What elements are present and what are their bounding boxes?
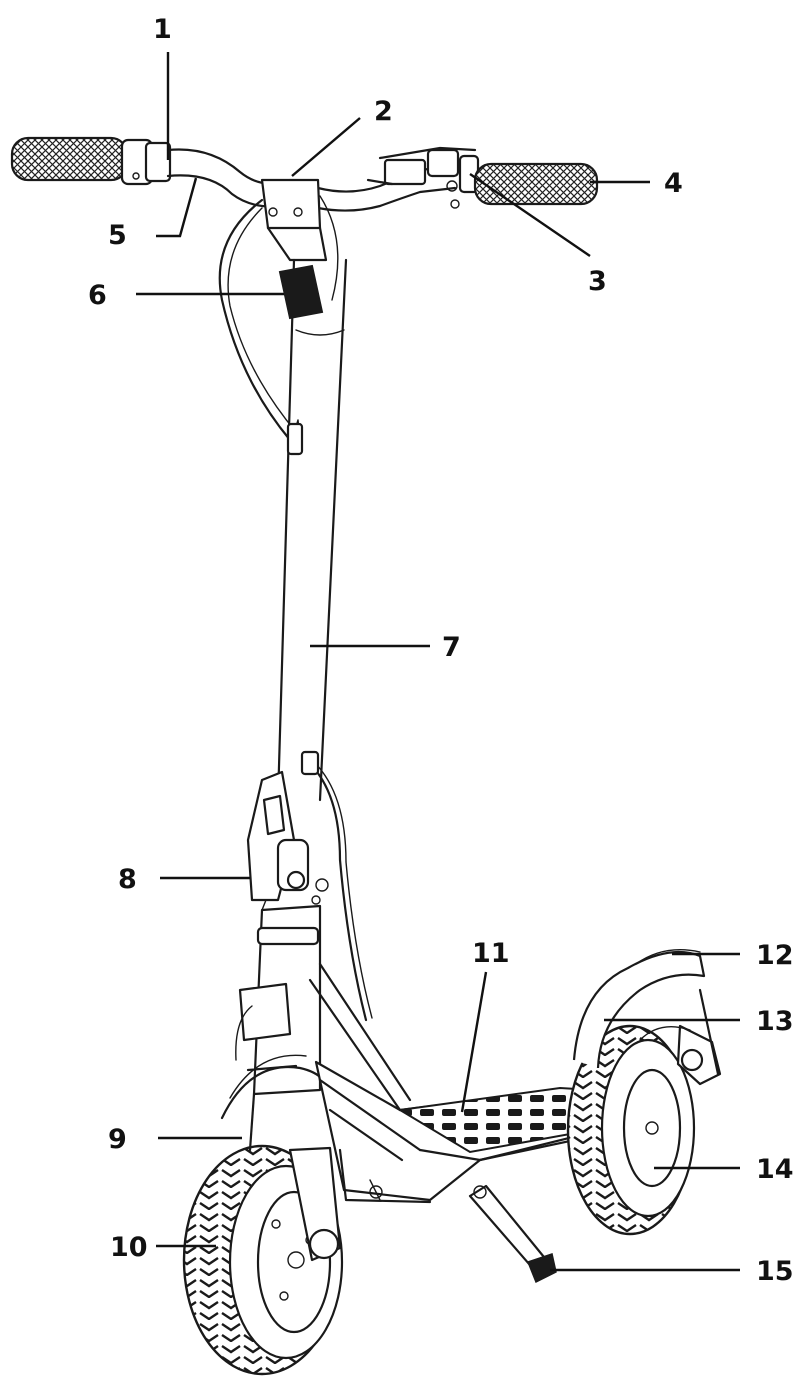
brake-cable [218,198,292,442]
stem-tube [276,258,348,802]
callout-labels: 1 2 3 4 5 6 7 8 9 10 11 12 13 14 15 [88,14,794,1287]
rear-wheel [566,1024,696,1236]
scooter-illustration [10,136,722,1376]
brake-cable-inner [227,207,297,433]
right-controls [366,146,480,209]
leader-2 [291,117,361,177]
frame-tube [308,978,402,1112]
callout-6: 6 [88,280,107,311]
callout-11: 11 [472,938,510,969]
callout-12: 12 [756,940,794,971]
head-tube [238,904,322,1096]
callout-7: 7 [442,632,461,663]
callout-8: 8 [118,864,137,895]
callout-13: 13 [756,1006,794,1037]
leader-11 [460,971,488,1113]
folding-latch [246,770,329,915]
left-grip [10,136,172,186]
callout-14: 14 [756,1154,794,1185]
callout-1: 1 [153,14,172,45]
stem-cable [304,758,368,1022]
kickstand [468,1184,557,1284]
callout-5: 5 [108,220,127,251]
leader-5 [156,177,198,238]
leader-3 [469,173,591,257]
rear-brake [639,988,722,1086]
callout-4: 4 [664,168,683,199]
callout-9: 9 [108,1124,127,1155]
front-fork [248,1092,342,1262]
leader-lines [136,52,740,1272]
callout-3: 3 [588,266,607,297]
callout-15: 15 [756,1256,794,1287]
right-grip [473,162,599,206]
callout-2: 2 [374,96,393,127]
display [278,264,324,320]
callout-10: 10 [110,1232,148,1263]
rear-fender [572,949,706,1069]
stem-clamp [260,178,328,262]
